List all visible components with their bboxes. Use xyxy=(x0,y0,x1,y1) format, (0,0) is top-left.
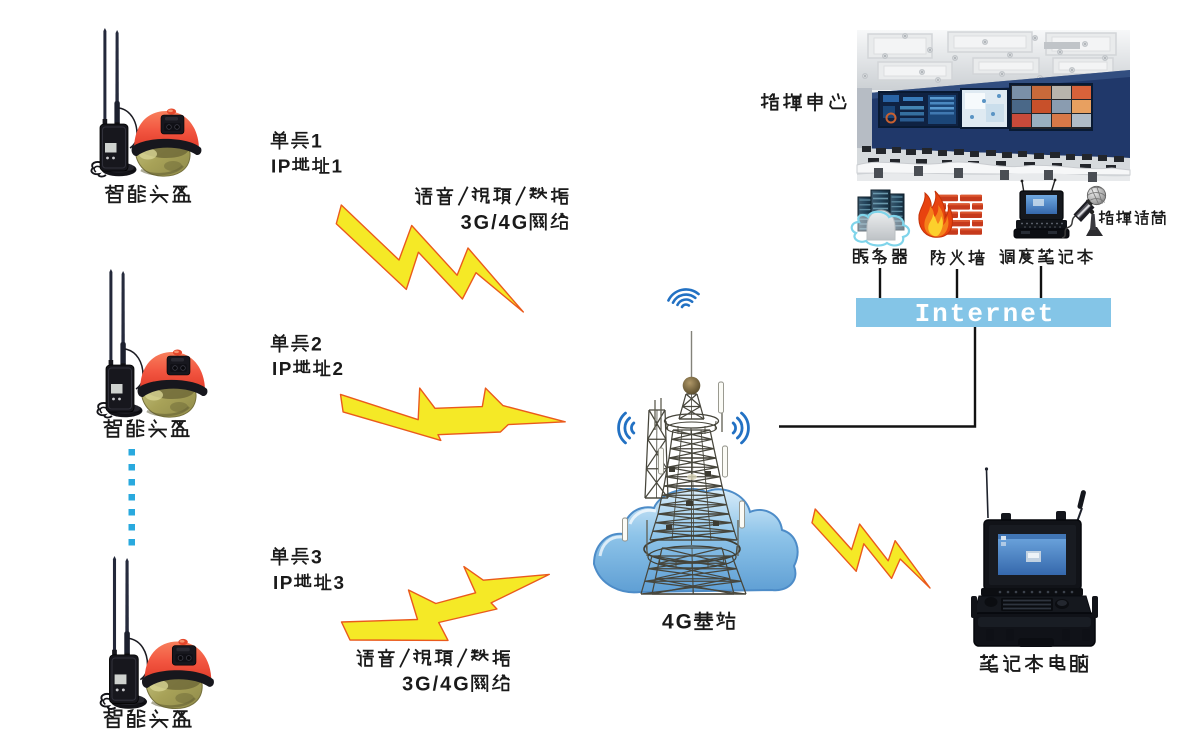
svg-text:3: 3 xyxy=(334,573,346,594)
svg-text:4G: 4G xyxy=(662,611,694,634)
svg-text:3G/4G: 3G/4G xyxy=(461,212,530,234)
svg-text:Internet: Internet xyxy=(915,299,1056,329)
svg-text:1: 1 xyxy=(311,130,323,152)
svg-text:3: 3 xyxy=(311,546,323,568)
svg-text:3G/4G: 3G/4G xyxy=(402,673,471,695)
svg-text:1: 1 xyxy=(332,156,344,177)
svg-text:2: 2 xyxy=(333,359,345,380)
svg-text:IP: IP xyxy=(272,359,293,380)
svg-text:IP: IP xyxy=(271,156,292,177)
svg-text:2: 2 xyxy=(311,333,323,355)
svg-text:IP: IP xyxy=(273,573,294,594)
